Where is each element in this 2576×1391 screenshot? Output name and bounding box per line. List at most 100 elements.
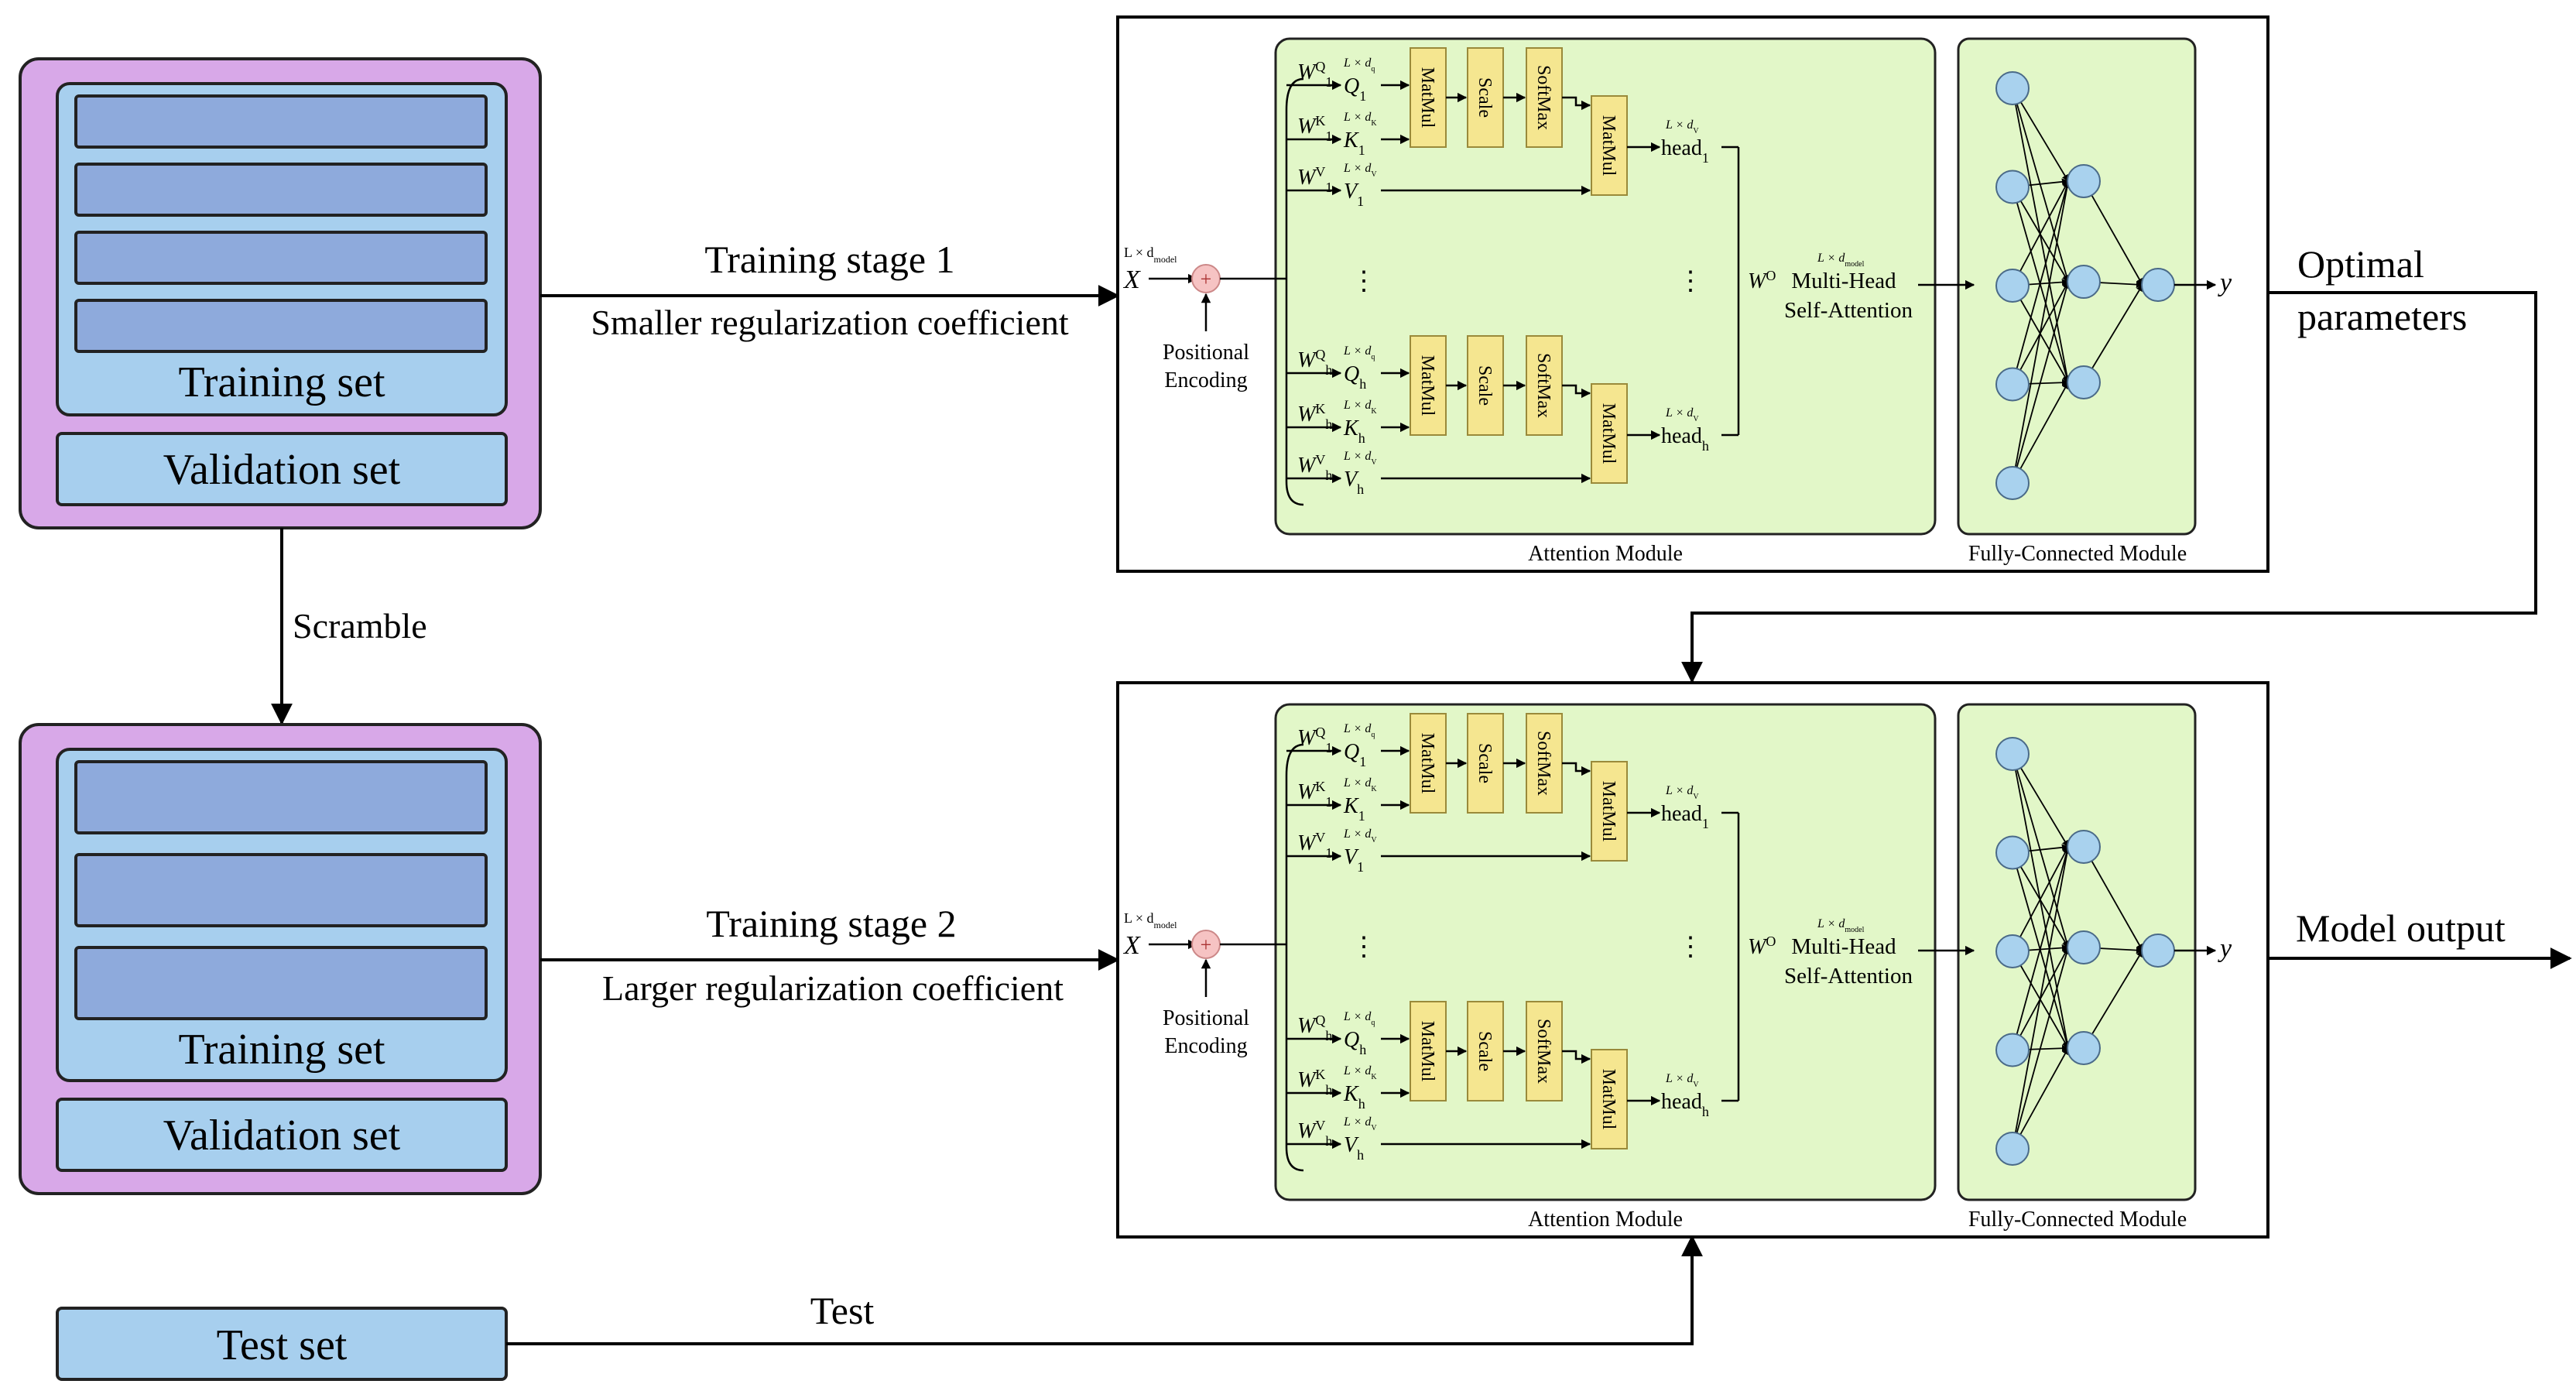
data-bar [74, 946, 488, 1020]
matmul-op-box-label: MatMul [1417, 1021, 1437, 1082]
qkv-dim-label: L × dq [1343, 1010, 1375, 1027]
data-bar [74, 94, 488, 149]
mha-label-line1: Multi-Head [1791, 269, 1896, 293]
fc-neuron [2067, 164, 2101, 198]
data-bar [74, 299, 488, 353]
scale-op-box-label: Scale [1475, 365, 1495, 406]
mha-label-line2: Self-Attention [1784, 964, 1913, 988]
weight-label: WK1 [1297, 113, 1332, 144]
weight-label: WVh [1297, 1118, 1332, 1149]
fc-connection [2012, 1047, 2069, 1149]
fc-connection [2012, 947, 2071, 1149]
qkv-dim-label: L × dq [1343, 344, 1375, 361]
qkv-label: K1 [1343, 794, 1365, 824]
positional-encoding-label-line1: Positional [1163, 341, 1249, 365]
fc-connection [2012, 382, 2069, 484]
weight-label: WK1 [1297, 779, 1332, 810]
matmul-op-box-label: MatMul [1598, 403, 1619, 464]
matmul-op-box-label: MatMul [1598, 1069, 1619, 1130]
fc-connection [2012, 753, 2071, 948]
input-dim-label: L × dmodel [1124, 910, 1177, 930]
qkv-label: Vh [1344, 468, 1364, 497]
softmax-op-box-label: SoftMax [1533, 353, 1553, 418]
fc-neuron [1995, 737, 2030, 771]
fc-connection [2012, 87, 2071, 283]
head-label: head1 [1661, 136, 1709, 166]
stage2-subtitle: Larger regularization coefficient [602, 968, 1064, 1008]
output-y-label: y [2218, 934, 2232, 963]
stage1-subtitle: Smaller regularization coefficient [591, 303, 1069, 342]
softmax-to-matmul-arrow [1562, 96, 1591, 111]
softmax-to-matmul-arrow [1562, 762, 1591, 776]
fc-neuron [1995, 1033, 2030, 1067]
weight-label: WV1 [1297, 164, 1332, 195]
head-label: head1 [1661, 802, 1709, 831]
test-connector [506, 1235, 1703, 1345]
fc-connection [2012, 846, 2071, 1149]
ellipsis-dots: ⋮ [1351, 933, 1377, 961]
data-bar [74, 163, 488, 217]
positional-encoding-label-line2: Encoding [1164, 1034, 1247, 1058]
optimal-label-line2: parameters [2297, 295, 2467, 338]
softmax-op-box-label: SoftMax [1533, 65, 1553, 130]
matmul-op-box [1591, 1049, 1628, 1149]
scale-op-box [1467, 47, 1504, 148]
fc-module-label: Fully-Connected Module [1968, 1208, 2187, 1232]
fc-connection [2012, 753, 2069, 848]
stage1-title: Training stage 1 [704, 238, 954, 281]
qkv-label: V1 [1344, 180, 1364, 209]
matmul-op-box-label: MatMul [1417, 733, 1437, 794]
matmul-op-box [1591, 95, 1628, 196]
optimal-parameters-connector [1681, 291, 2537, 684]
ellipsis-dots: ⋮ [1677, 933, 1704, 961]
test-label: Test [810, 1289, 875, 1332]
scale-op-box-label: Scale [1475, 1031, 1495, 1071]
plus-sign: + [1201, 934, 1212, 956]
matmul-op-box [1410, 713, 1447, 814]
fc-neuron [1995, 466, 2030, 500]
validation-set-label: Validation set [163, 1112, 401, 1160]
fc-connection [2012, 87, 2069, 182]
qkv-dim-label: L × dV [1343, 1115, 1377, 1132]
fc-connection [2012, 281, 2071, 484]
qkv-dim-label: L × dK [1343, 776, 1377, 793]
qkv-dim-label: L × dq [1343, 722, 1375, 739]
fc-module-label: Fully-Connected Module [1968, 542, 2187, 566]
matmul-op-box-label: MatMul [1598, 781, 1619, 842]
fc-neuron [1995, 835, 2030, 870]
ellipsis-dots: ⋮ [1351, 267, 1377, 296]
qkv-label: Kh [1343, 416, 1365, 446]
weight-label: WV1 [1297, 830, 1332, 861]
fc-neuron [2141, 934, 2175, 968]
validation-set-box [56, 1098, 508, 1172]
test-set-label: Test set [217, 1321, 348, 1369]
fc-neuron [2067, 365, 2101, 399]
scale-op-box-label: Scale [1475, 743, 1495, 783]
mha-dim-label: L × dmodel [1817, 252, 1865, 269]
qkv-dim-label: L × dV [1343, 827, 1377, 845]
fc-connection [2012, 180, 2071, 385]
mha-label-line1: Multi-Head [1791, 934, 1896, 959]
fc-neuron [1995, 269, 2030, 303]
qkv-label: Qh [1344, 1028, 1366, 1057]
data-bar [74, 853, 488, 927]
fc-connection [2012, 180, 2069, 286]
scramble-label: Scramble [293, 606, 427, 646]
fc-neuron [2067, 930, 2101, 964]
fc-neuron [2067, 1031, 2101, 1065]
training-set-label: Training set [178, 1026, 385, 1074]
input-dim-label: L × dmodel [1124, 245, 1177, 265]
fc-neuron [2067, 265, 2101, 299]
validation-set-box [56, 432, 508, 506]
data-bar [74, 760, 488, 834]
head-label: headh [1661, 424, 1709, 454]
qkv-dim-label: L × dq [1343, 57, 1375, 74]
fc-neuron [1995, 71, 2030, 105]
attention-module-label: Attention Module [1528, 1208, 1683, 1232]
matmul-op-box [1410, 1001, 1447, 1101]
softmax-op-box-label: SoftMax [1533, 731, 1553, 796]
head-dim-label: L × dV [1665, 406, 1699, 423]
softmax-op-box [1526, 1001, 1563, 1101]
qkv-label: Qh [1344, 362, 1366, 392]
